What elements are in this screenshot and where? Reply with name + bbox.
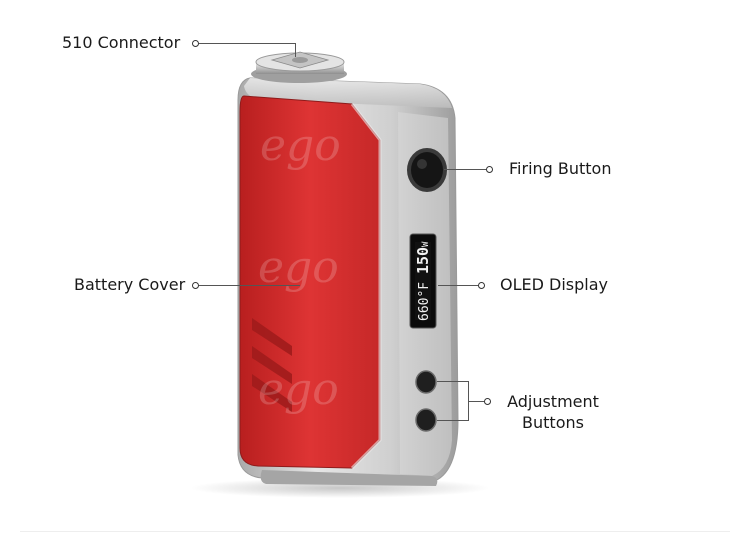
callout-dot-connector — [192, 40, 199, 47]
callout-line-oled — [438, 285, 478, 286]
callout-dot-adjustment — [484, 398, 491, 405]
screen-temp: 660°F — [417, 281, 432, 321]
grip-grooves — [252, 318, 292, 412]
oled-screen-text: 660°F 150W — [414, 241, 432, 321]
label-adjustment-buttons: Adjustment Buttons — [503, 391, 603, 433]
battery-cover — [239, 95, 381, 469]
callout-dot-oled — [478, 282, 485, 289]
callout-line-firing — [444, 169, 486, 170]
label-adjustment-line2: Buttons — [522, 413, 584, 432]
label-510-connector: 510 Connector — [62, 33, 181, 52]
callout-line-connector — [199, 43, 295, 44]
510-connector — [251, 51, 347, 83]
callout-line-adjustment — [468, 401, 484, 402]
callout-line-battery — [199, 285, 300, 286]
floor-line — [20, 531, 730, 532]
svg-text:ego: ego — [258, 242, 339, 293]
svg-text:ego: ego — [260, 120, 341, 171]
label-battery-cover: Battery Cover — [74, 275, 186, 294]
callout-dot-battery — [192, 282, 199, 289]
screen-watts-unit: W — [421, 241, 431, 247]
callout-dot-firing — [486, 166, 493, 173]
adjustment-buttons — [415, 370, 437, 432]
firing-button — [407, 148, 447, 192]
screen-watts: 150 — [414, 246, 432, 275]
oled-display — [409, 233, 437, 329]
label-oled-display: OLED Display — [500, 275, 608, 294]
label-firing-button: Firing Button — [509, 159, 612, 178]
svg-text:ego: ego — [258, 364, 339, 415]
label-adjustment-line1: Adjustment — [507, 392, 599, 411]
watermark: ego ego ego — [258, 120, 341, 415]
